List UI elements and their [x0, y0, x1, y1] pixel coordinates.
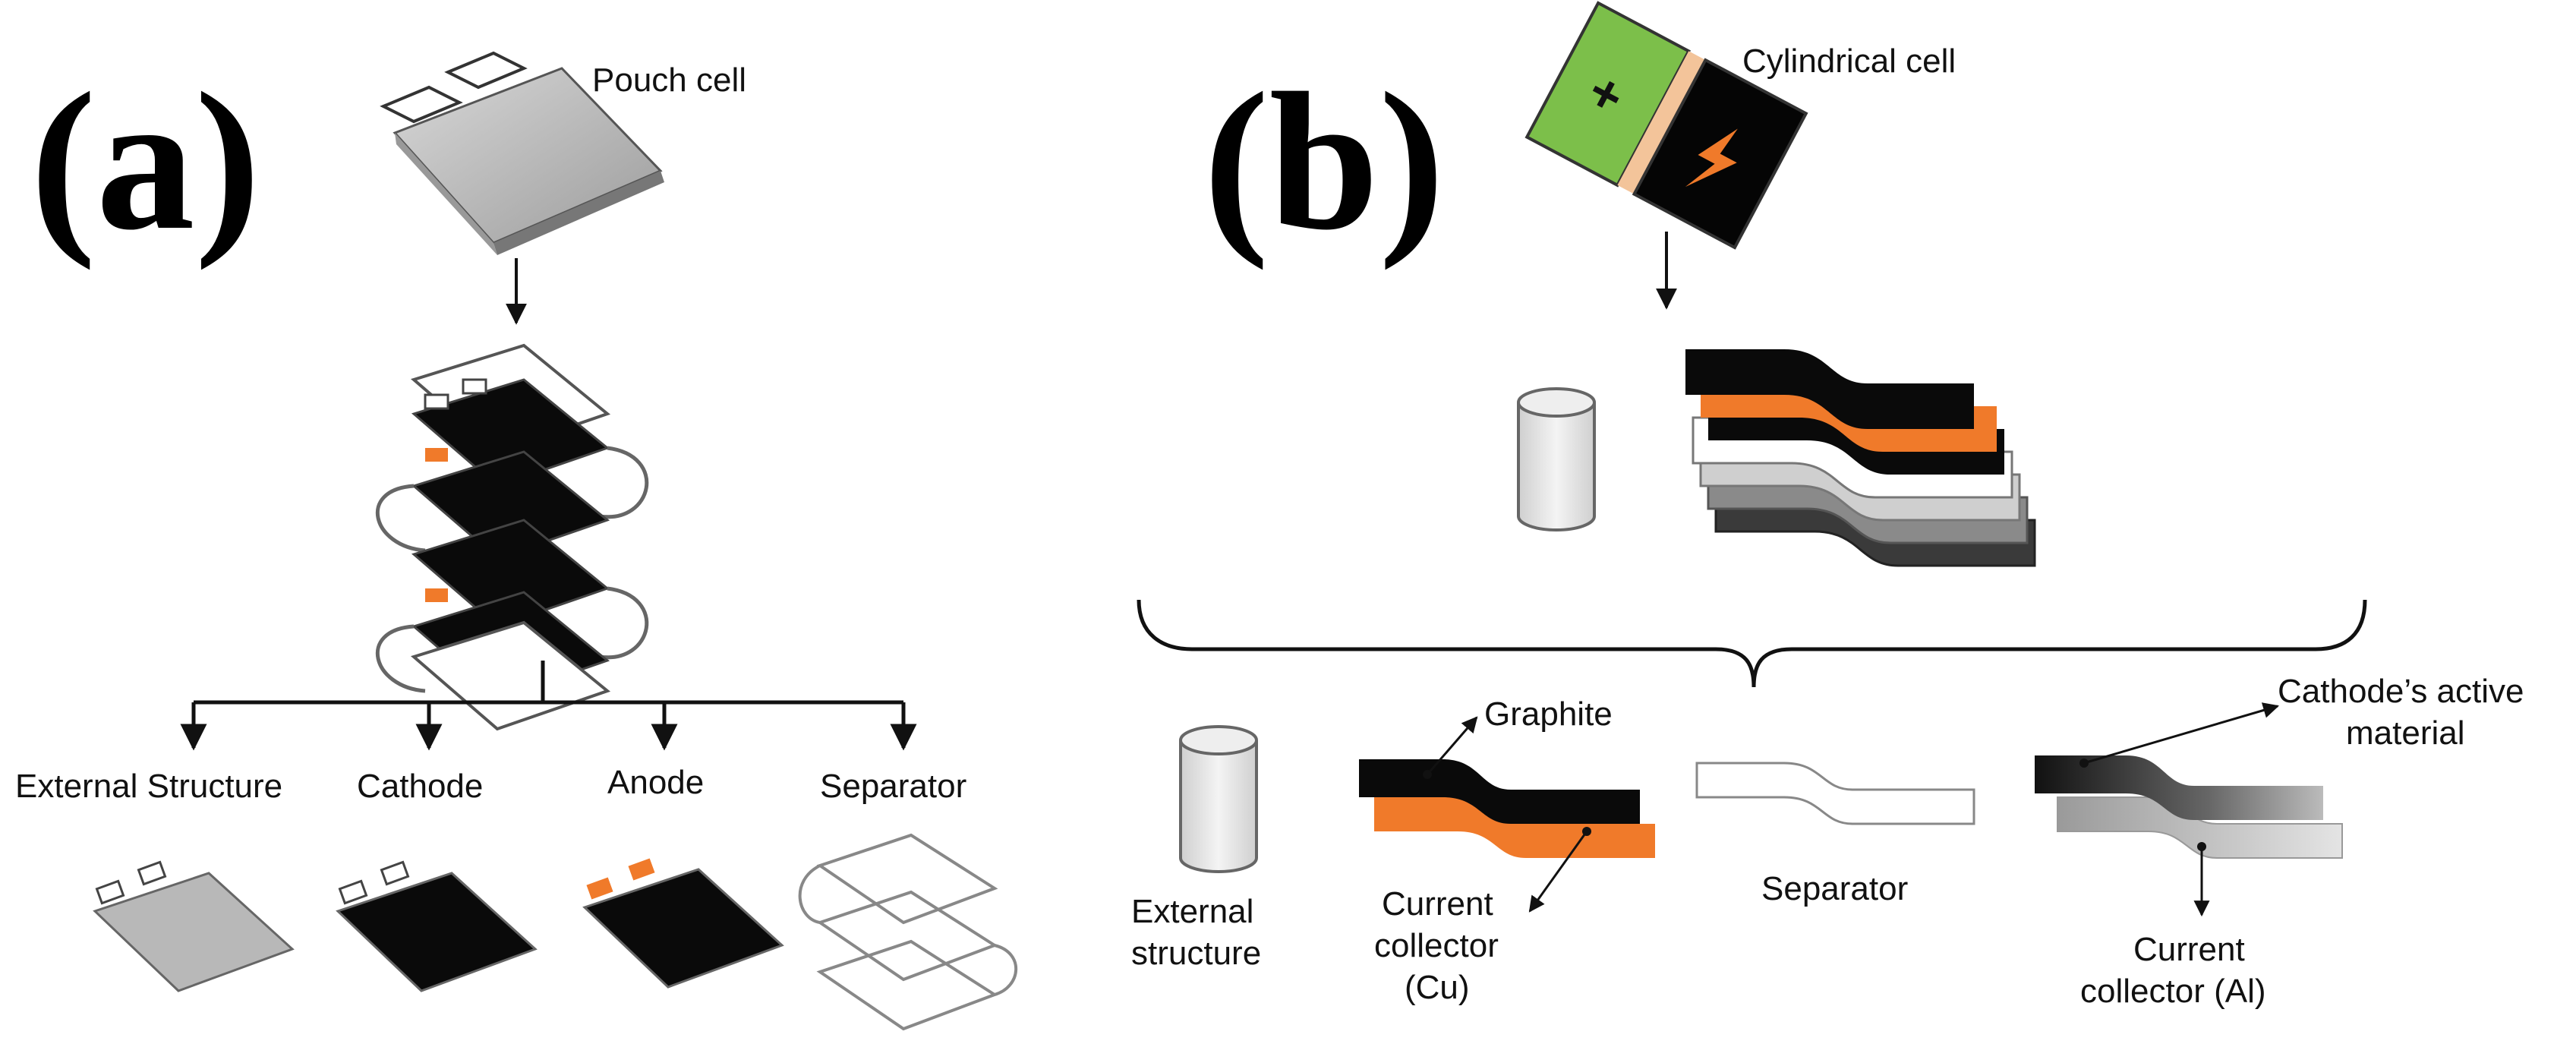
cylinder-can-icon [1517, 387, 1596, 531]
current-collector-cu-label-3: (Cu) [1405, 969, 1470, 1006]
layer-stack-icon [1685, 349, 2036, 567]
anode-strip-b [1359, 759, 1655, 858]
separator-label-b: Separator [1761, 870, 1908, 907]
cylindrical-cell-icon: + [1524, 1, 1808, 250]
external-structure-label-b-2: structure [1131, 935, 1261, 972]
graphite-dot [1423, 770, 1432, 779]
current-collector-cu-dot [1582, 827, 1591, 836]
current-collector-cu-label-1: Current [1382, 885, 1493, 923]
cathode-active-pointer [2083, 702, 2280, 765]
panel-a-tree-connector [180, 661, 917, 751]
pouch-cell-icon [380, 51, 664, 255]
panel-a: (a) Pouch cell [15, 51, 1018, 1031]
cylindrical-cell-label: Cylindrical cell [1742, 43, 1956, 80]
cathode-label-a: Cathode [357, 768, 483, 805]
panel-b-letter: (b) [1203, 52, 1445, 271]
separator-strip-b [1695, 762, 1975, 825]
anode-label-a: Anode [607, 764, 704, 801]
lightning-bolt-icon [1685, 128, 1738, 188]
panel-a-letter: (a) [30, 52, 260, 271]
current-collector-cu-pointer [1528, 831, 1588, 913]
anode-thumb [582, 858, 784, 989]
external-structure-thumb [93, 860, 295, 992]
graphite-label: Graphite [1484, 695, 1613, 733]
current-collector-al-label-2: collector (Al) [2080, 973, 2266, 1010]
graphite-pointer [1426, 716, 1478, 775]
pouch-cell-label: Pouch cell [592, 62, 746, 99]
panel-b-brace [1137, 599, 2367, 688]
cathode-strip-b [2035, 755, 2343, 859]
separator-thumb [798, 833, 1018, 1031]
current-collector-al-label-1: Current [2133, 931, 2245, 968]
pouch-exploded-stack [375, 343, 649, 731]
external-structure-label-a: External Structure [15, 768, 282, 805]
external-structure-label-b-1: External [1131, 893, 1253, 930]
cathode-active-label-1: Cathode’s active [2278, 673, 2524, 710]
external-structure-cylinder-b [1179, 725, 1258, 873]
separator-label-a: Separator [820, 768, 966, 805]
current-collector-al-dot [2197, 842, 2206, 851]
cathode-active-label-2: material [2346, 714, 2465, 752]
cathode-thumb [336, 860, 538, 992]
panel-b: (b) + Cylindrical cell [1131, 1, 2524, 1010]
current-collector-cu-label-2: collector [1374, 927, 1499, 964]
cathode-active-dot [2079, 759, 2089, 768]
